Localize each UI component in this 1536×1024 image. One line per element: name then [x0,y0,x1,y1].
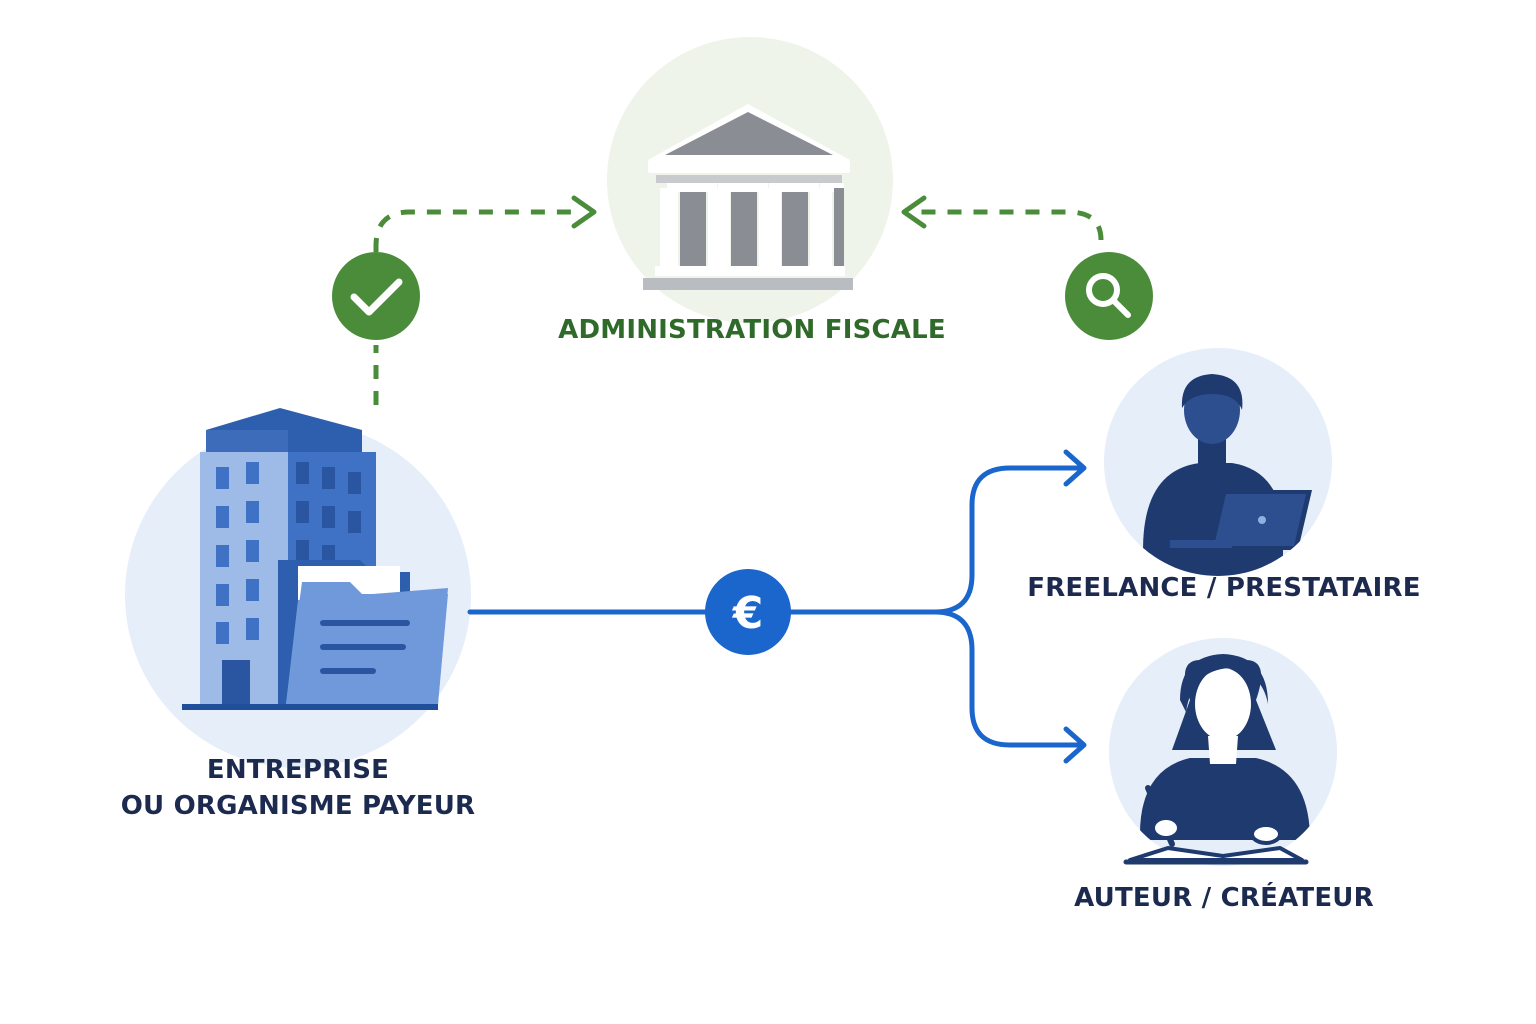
payment-connector [467,465,1083,748]
company-label-line1: ENTREPRISE [206,755,390,785]
company-label: ENTREPRISE OU ORGANISME PAYEUR [60,752,536,824]
magnifier-icon [1086,273,1131,318]
declaration-connector [373,209,582,405]
author-label: AUTEUR / CRÉATEUR [1074,883,1374,913]
person-writing-icon [1123,654,1310,865]
author-arrowhead [1063,726,1087,764]
control-connector [916,209,1104,241]
control-arrowhead [901,195,927,229]
checkmark-icon [350,278,403,316]
person-laptop-icon [1143,374,1312,576]
checkmark-badge [332,252,420,340]
declaration-arrowhead [571,195,597,229]
euro-badge: € [705,569,791,655]
government-building-icon [643,104,853,290]
magnifier-badge [1065,252,1153,340]
freelance-label: FREELANCE / PRESTATAIRE [1027,573,1421,603]
euro-icon: € [732,588,764,639]
document-folder-icon [278,560,448,704]
company-label-line2: OU ORGANISME PAYEUR [120,791,476,821]
tax-admin-label: ADMINISTRATION FISCALE [558,315,946,345]
freelance-arrowhead [1063,449,1087,487]
